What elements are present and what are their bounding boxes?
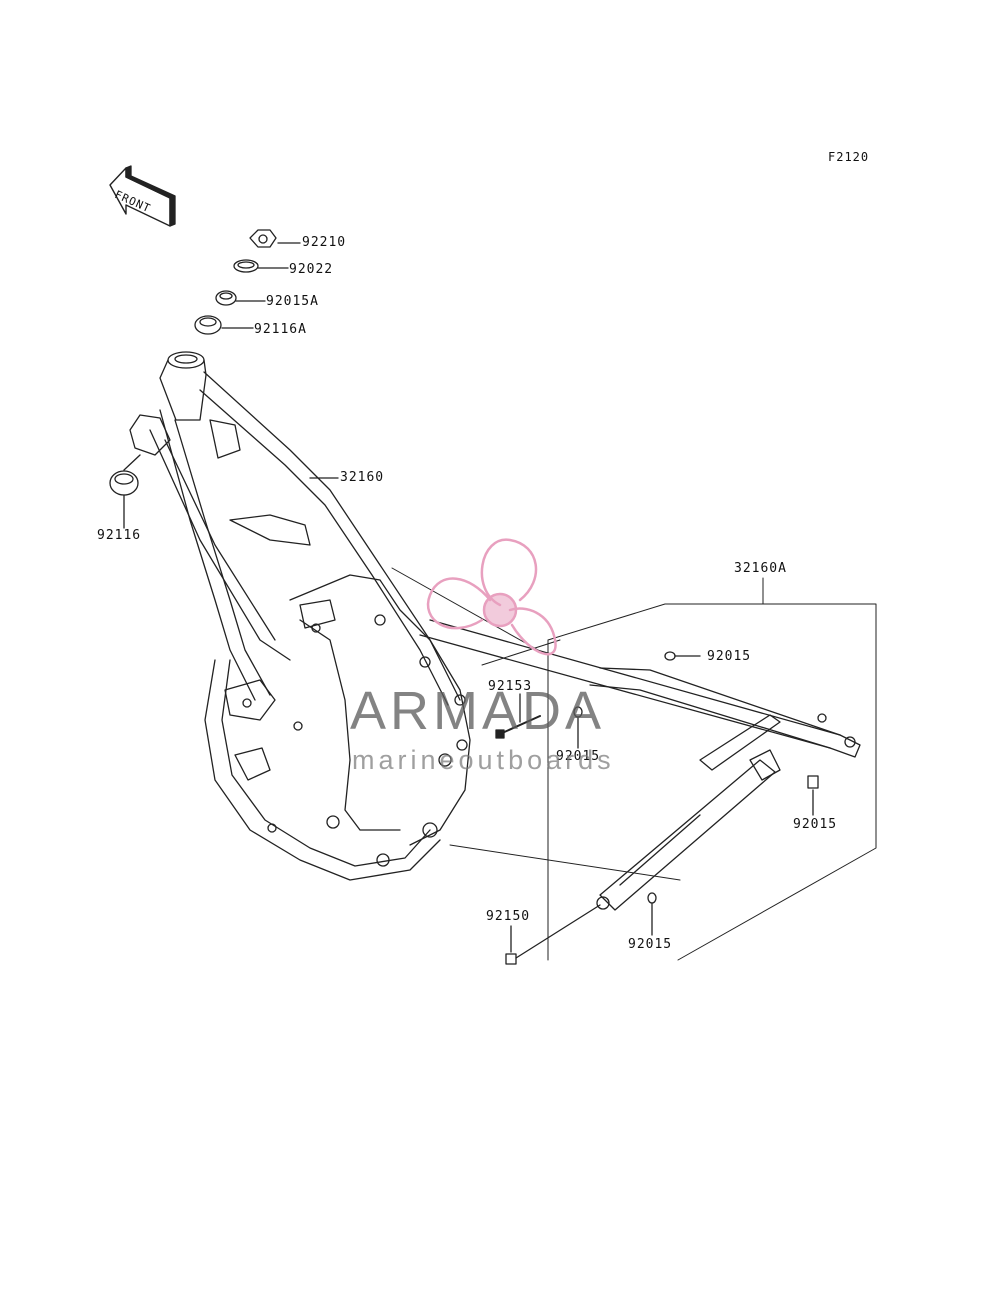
watermark-logo-icon <box>426 538 557 656</box>
label-32160: 32160 <box>340 470 385 485</box>
bolt-92153-icon <box>495 693 541 739</box>
main-frame-32160 <box>129 351 471 881</box>
label-92015-mid: 92015 <box>556 749 601 764</box>
label-92150: 92150 <box>486 909 531 924</box>
label-92015-top: 92015 <box>707 649 752 664</box>
label-92022: 92022 <box>289 262 334 277</box>
label-92015-right: 92015 <box>793 817 838 832</box>
seal-92015A-icon <box>215 290 266 306</box>
bearing-92116-icon <box>109 454 141 529</box>
label-92116: 92116 <box>97 528 142 543</box>
bolt-92015-low-icon <box>647 892 657 936</box>
nut-92210-icon <box>249 229 301 248</box>
front-arrow-icon <box>109 165 176 227</box>
bolt-92150-icon <box>505 904 601 965</box>
label-92153: 92153 <box>488 679 533 694</box>
figure-code: F2120 <box>828 150 870 164</box>
bearing-92116A-icon <box>194 315 254 335</box>
bolt-92015-mid-icon <box>573 706 583 749</box>
bolt-92015-top-icon <box>664 651 701 661</box>
label-92015A: 92015A <box>266 294 319 309</box>
label-92116A: 92116A <box>254 322 307 337</box>
sub-frame-32160A <box>391 567 877 961</box>
label-32160A: 32160A <box>734 561 787 576</box>
watermark-subtitle: marineoutboards <box>352 745 615 775</box>
label-92015-low: 92015 <box>628 937 673 952</box>
bolt-92015-right-icon <box>807 775 819 816</box>
watermark-title: ARMADA <box>350 681 606 741</box>
label-92210: 92210 <box>302 235 347 250</box>
washer-92022-icon <box>233 259 289 273</box>
